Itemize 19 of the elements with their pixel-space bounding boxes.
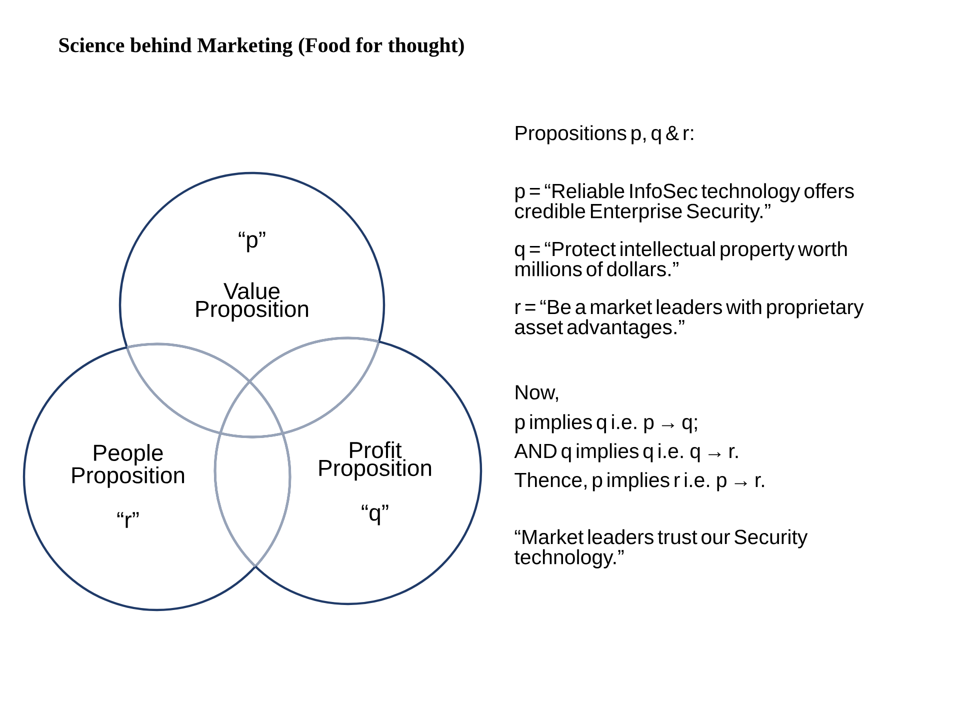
note-text: r = “Be a market leaders with proprietary asset advantages.” bbox=[515, 299, 864, 338]
title: Science behind Marketing (Food for thought) bbox=[59, 37, 464, 57]
circle-label: “p” bbox=[238, 232, 266, 252]
note-text: Propositions p, q & r: bbox=[516, 125, 694, 144]
venn-circle bbox=[22, 342, 292, 612]
circle-label: Value Proposition bbox=[196, 282, 308, 322]
circle-label: Profit Proposition bbox=[319, 441, 432, 481]
note-text: p implies q i.e. p → q; bbox=[516, 414, 697, 434]
venn-circle bbox=[118, 172, 386, 438]
note-text: Now, bbox=[516, 385, 558, 402]
note-text: q = “Protect intellectual property worth millions of dollars.” bbox=[515, 241, 847, 276]
note-text: p = “Reliable InfoSec technology offers credible Enterprise Security.” bbox=[515, 183, 854, 222]
circle-label: “q” bbox=[362, 504, 388, 526]
venn-circle bbox=[214, 336, 482, 606]
note-text: Thence, p implies r i.e. p → r. bbox=[514, 472, 764, 492]
note-text: AND q implies q i.e. q → r. bbox=[514, 443, 738, 462]
note-text: “Market leaders trust our Security technology.” bbox=[514, 529, 808, 568]
circle-label: “r” bbox=[117, 512, 139, 528]
circle-label: People Proposition bbox=[72, 444, 184, 488]
